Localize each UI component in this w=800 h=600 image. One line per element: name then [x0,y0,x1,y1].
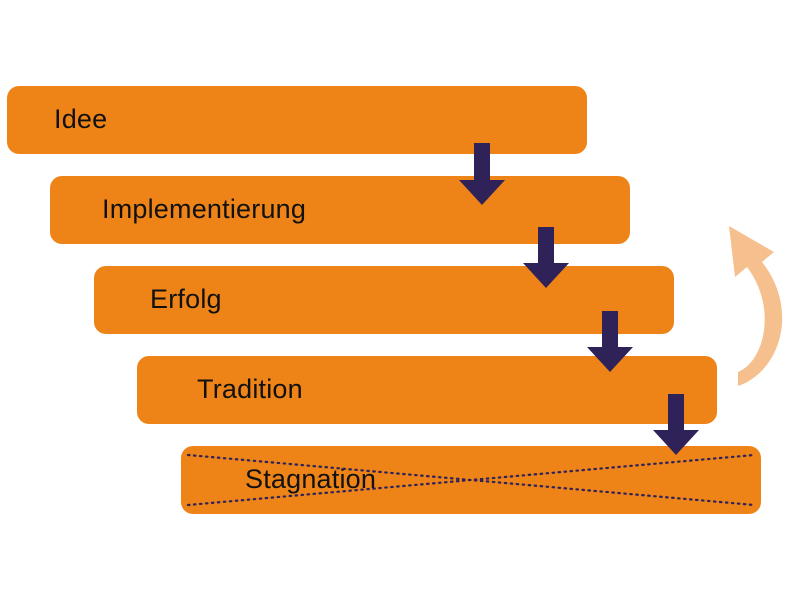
step-implementierung: Implementierung [50,176,630,244]
step-label-implementierung: Implementierung [102,193,307,224]
step-tradition: Tradition [137,356,717,424]
curved-return-arrow-icon [729,226,783,386]
step-label-erfolg: Erfolg [150,283,222,314]
step-label-idee: Idee [54,103,108,134]
step-stagnation: Stagnation [181,446,761,514]
step-erfolg: Erfolg [94,266,674,334]
step-label-stagnation: Stagnation [245,463,377,494]
step-idee: Idee [7,86,587,154]
step-label-tradition: Tradition [197,373,303,404]
